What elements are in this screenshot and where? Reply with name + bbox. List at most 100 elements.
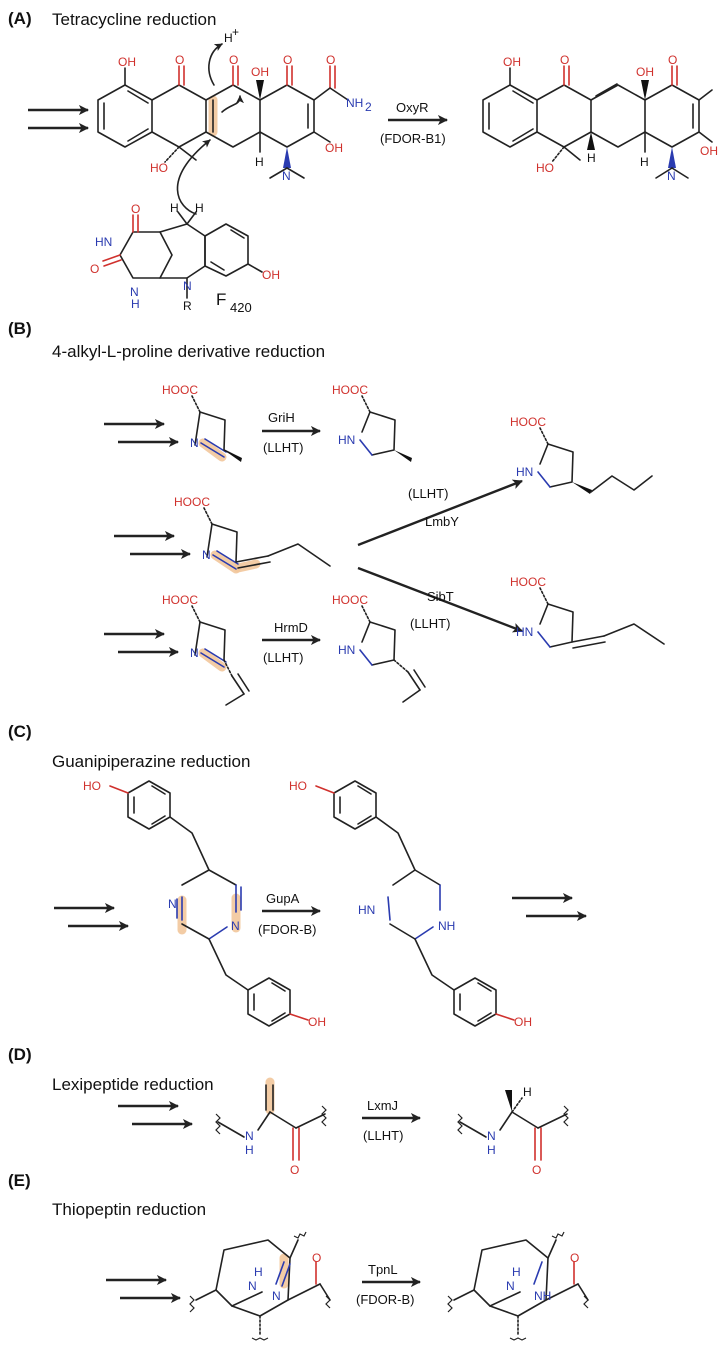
f420-cofactor: O HN O N H N R H H OH F 420: [90, 139, 280, 315]
thiopeptin-product: H N NH O: [447, 1231, 589, 1341]
atom-o: O: [532, 1163, 541, 1177]
atom-o: O: [668, 53, 677, 67]
reaction-arrow-grih: GriH (LLHT): [262, 410, 322, 455]
atom-o: O: [229, 53, 238, 67]
atom-h: H: [170, 201, 179, 215]
atom-hooc: HOOC: [162, 593, 198, 607]
enzyme-grih: GriH: [268, 410, 295, 425]
panel-b-letter: (B): [8, 319, 32, 338]
atom-oh: OH: [251, 65, 269, 79]
atom-oh: OH: [118, 55, 136, 69]
atom-ho: HO: [289, 779, 307, 793]
atom-hooc: HOOC: [332, 593, 368, 607]
panel-a-letter: (A): [8, 9, 32, 28]
multistep-arrows-c2: [512, 892, 588, 922]
atom-h: H: [245, 1143, 254, 1157]
reaction-arrow-oxyr: OxyR (FDOR-B1): [380, 100, 449, 146]
multistep-arrows-e: [106, 1274, 182, 1304]
multistep-arrows-b3: [104, 628, 180, 658]
tetracycline-product: OH O OH O OH HO H H N: [482, 53, 718, 183]
atom-o: O: [131, 202, 140, 216]
proline-methyl-product: HOOC HN: [332, 383, 412, 462]
reaction-arrow-hrmd: HrmD (LLHT): [262, 620, 322, 665]
cofactor-llht: (LLHT): [263, 650, 303, 665]
atom-nh: NH: [438, 919, 455, 933]
enzyme-oxyr: OxyR: [396, 100, 429, 115]
atom-h: H: [195, 201, 204, 215]
reaction-arrow-lxmj: LxmJ (LLHT): [362, 1098, 422, 1143]
atom-oh: OH: [503, 55, 521, 69]
atom-ho: HO: [150, 161, 168, 175]
tetracycline-substrate: OH O O OH O O NH 2 OH HO H N H +: [97, 25, 372, 183]
f420-label: F: [216, 290, 226, 309]
atom-o: O: [326, 53, 335, 67]
panel-e-letter: (E): [8, 1171, 31, 1190]
atom-n: N: [487, 1129, 496, 1143]
atom-hn: HN: [516, 625, 533, 639]
cofactor-llht: (LLHT): [363, 1128, 403, 1143]
atom-h: H: [255, 155, 264, 169]
atom-oh: OH: [308, 1015, 326, 1029]
proline-imine-methyl: HOOC N: [162, 383, 242, 462]
atom-h: H: [640, 155, 649, 169]
multistep-arrows-c1: [54, 902, 130, 932]
atom-n: N: [183, 279, 192, 293]
atom-o: O: [560, 53, 569, 67]
atom-n: N: [506, 1279, 515, 1293]
atom-hn: HN: [516, 465, 533, 479]
lexipeptide-product: H N H O: [457, 1085, 569, 1177]
reaction-arrow-tpnl: TpnL (FDOR-B): [356, 1262, 422, 1307]
atom-h: H: [487, 1143, 496, 1157]
reaction-arrow-lmby: (LLHT) LmbY: [357, 479, 523, 547]
atom-h: H: [254, 1265, 263, 1279]
panel-c-title: Guanipiperazine reduction: [52, 752, 250, 771]
proline-propylidene-product: HOOC HN: [510, 575, 665, 649]
atom-oh: OH: [262, 268, 280, 282]
atom-o: O: [312, 1251, 321, 1265]
f420-subscript: 420: [230, 300, 252, 315]
atom-n: N: [667, 169, 676, 183]
proline-imine-propylidene: HOOC N: [174, 495, 331, 574]
atom-hooc: HOOC: [162, 383, 198, 397]
cofactor-llht: (LLHT): [408, 486, 448, 501]
enzyme-hrmd: HrmD: [274, 620, 308, 635]
reaction-arrow-gupa: GupA (FDOR-B): [258, 891, 322, 937]
atom-hn: HN: [95, 235, 112, 249]
panel-a-title: Tetracycline reduction: [52, 10, 216, 29]
cofactor-fdor-b1: (FDOR-B1): [380, 131, 446, 146]
atom-subscript: 2: [365, 100, 372, 114]
enzyme-lxmj: LxmJ: [367, 1098, 398, 1113]
atom-nh: NH: [534, 1289, 551, 1303]
atom-h: H: [512, 1265, 521, 1279]
atom-hooc: HOOC: [510, 575, 546, 589]
cofactor-llht: (LLHT): [410, 616, 450, 631]
atom-o: O: [290, 1163, 299, 1177]
atom-o: O: [90, 262, 99, 276]
cofactor-llht: (LLHT): [263, 440, 303, 455]
atom-n: N: [282, 169, 291, 183]
cofactor-fdor-b: (FDOR-B): [258, 922, 317, 937]
atom-oh: OH: [514, 1015, 532, 1029]
atom-hooc: HOOC: [332, 383, 368, 397]
atom-h: H: [131, 297, 140, 311]
atom-hooc: HOOC: [174, 495, 210, 509]
multistep-arrows-a: [28, 104, 90, 134]
atom-h: H: [587, 151, 596, 165]
proline-imine-butenyl: HOOC N: [162, 593, 250, 706]
proton-label: H: [224, 31, 233, 45]
atom-oh: OH: [325, 141, 343, 155]
atom-o: O: [283, 53, 292, 67]
atom-hn: HN: [338, 433, 355, 447]
atom-n: N: [248, 1279, 257, 1293]
atom-nh: NH: [346, 96, 363, 110]
guanipiperazine-substrate: HO N N OH: [83, 779, 326, 1029]
atom-oh: OH: [636, 65, 654, 79]
atom-n: N: [245, 1129, 254, 1143]
atom-h: H: [523, 1085, 532, 1099]
panel-d-letter: (D): [8, 1045, 32, 1064]
atom-o: O: [570, 1251, 579, 1265]
panel-d-title: Lexipeptide reduction: [52, 1075, 214, 1094]
enzyme-tpnl: TpnL: [368, 1262, 398, 1277]
atom-hooc: HOOC: [510, 415, 546, 429]
